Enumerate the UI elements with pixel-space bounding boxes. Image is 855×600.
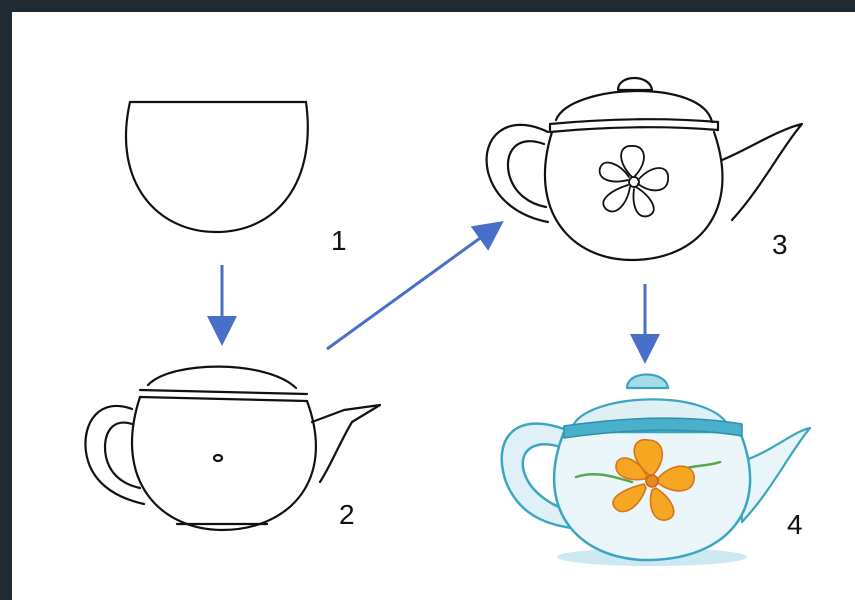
step4-orange-flower [612,439,695,521]
step-number-2: 2 [339,499,355,530]
arrow-step2-to-step3 [326,220,504,351]
step3-detailed-drawing [485,77,804,262]
step4-colored-drawing [500,373,812,566]
teapot-steps-drawing [84,77,812,566]
diagram-canvas: 1 2 3 4 [12,12,855,600]
step1-bowl-drawing [124,100,309,234]
step-number-3: 3 [772,229,788,260]
step3-flower-outline [598,145,669,218]
step-number-1: 1 [331,225,347,256]
step2-outline-drawing [84,365,382,532]
step-number-4: 4 [787,509,803,540]
